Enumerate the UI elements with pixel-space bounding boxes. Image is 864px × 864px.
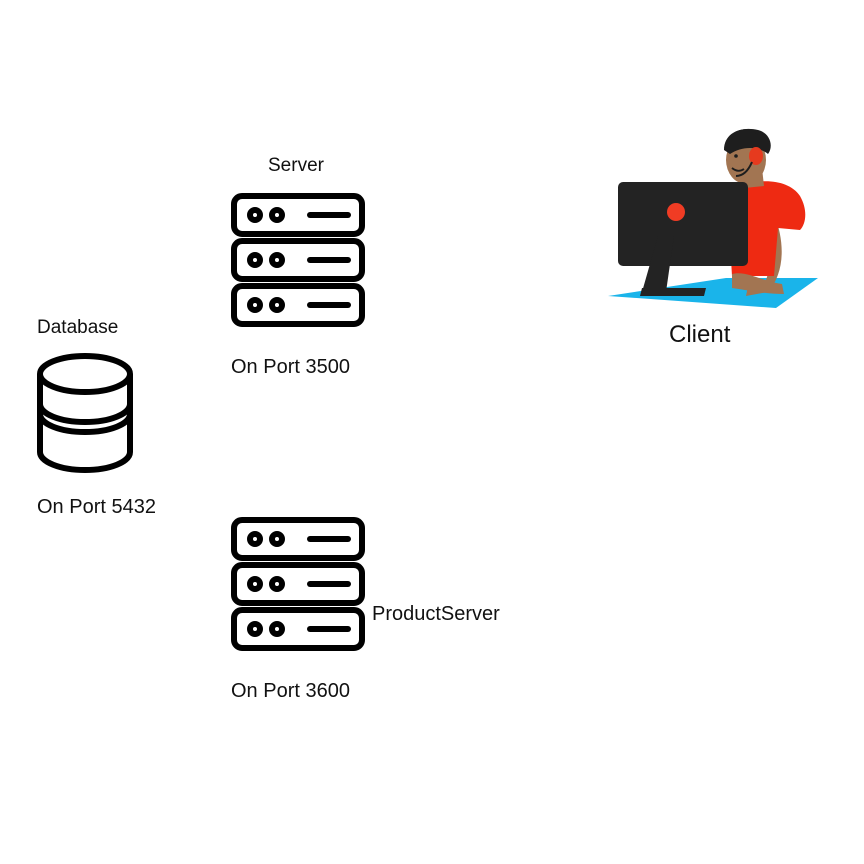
server-rack-icon [231,193,365,327]
product-server-title: ProductServer [372,603,500,625]
server-port-label: On Port 3500 [231,356,350,378]
server-rack-icon [231,517,365,651]
server-title: Server [268,155,324,176]
product-server-port-label: On Port 3600 [231,680,350,702]
database-port-label: On Port 5432 [37,496,156,518]
person-at-computer-illustration [608,128,818,308]
database-cylinder-icon [37,353,133,473]
client-title: Client [669,321,731,348]
database-title: Database [37,317,119,338]
